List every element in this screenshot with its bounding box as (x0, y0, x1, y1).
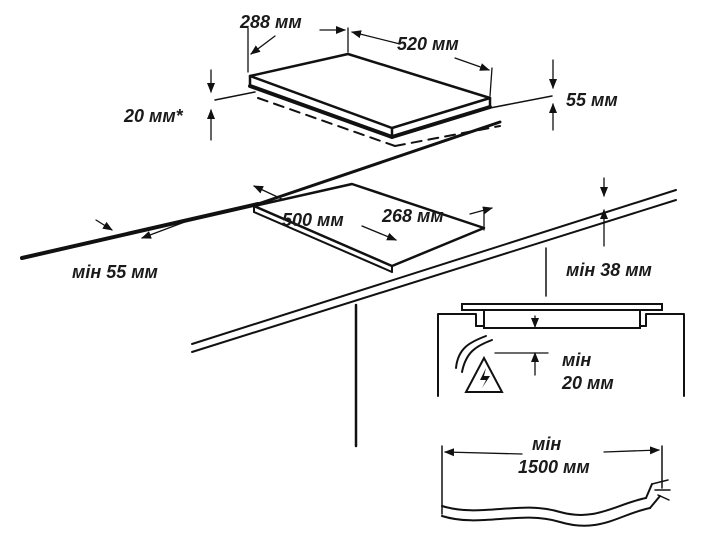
cutout-width-label: 500 мм (282, 210, 344, 230)
cutout-depth-label: 268 мм (381, 206, 444, 226)
hob-width-label: 520 мм (397, 34, 459, 54)
electrical-hazard-icon (464, 355, 504, 393)
worktop-drawing: 500 мм 268 мм мін 55 мм мін 38 мм (20, 120, 677, 448)
cable-length-detail: мін 1500 мм (441, 434, 671, 527)
hob-clearance-label: 20 мм* (123, 106, 184, 126)
min-worktop-thickness-label: мін 38 мм (566, 260, 652, 280)
hob-drawing: 288 мм 520 мм 55 мм 20 мм* (123, 12, 618, 147)
under-clearance-label: 20 мм (561, 373, 614, 393)
cable-min-label: мін (532, 434, 561, 454)
under-hob-detail: мін 20 мм (437, 303, 685, 397)
plug-icon (645, 479, 671, 509)
min-front-distance-label: мін 55 мм (72, 262, 158, 282)
hob-depth-label: 288 мм (239, 12, 302, 32)
under-min-label: мін (562, 350, 591, 370)
hob-height-label: 55 мм (566, 90, 618, 110)
cable-length-label: 1500 мм (518, 457, 590, 477)
